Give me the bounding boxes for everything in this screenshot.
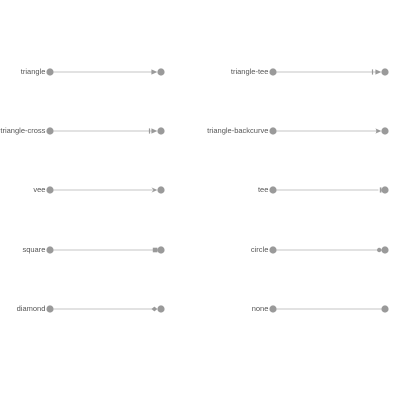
source-node — [46, 68, 54, 76]
source-node — [46, 305, 54, 313]
target-node — [381, 305, 389, 313]
target-node — [381, 127, 389, 135]
arrowhead-triangle-shape — [375, 69, 382, 75]
arrowhead-diamond-shape — [151, 306, 158, 312]
source-node — [46, 246, 54, 254]
edge-demo-square — [46, 246, 165, 254]
source-node — [269, 305, 277, 313]
arrowhead-triangle-shape — [151, 69, 158, 75]
arrowhead-tee-shape — [379, 187, 382, 193]
arrowhead-vee — [151, 187, 158, 193]
source-node — [269, 186, 277, 194]
arrowhead-diamond — [151, 306, 158, 312]
target-node — [157, 305, 165, 313]
edge-demo-triangle — [46, 68, 165, 76]
arrowhead-triangle — [151, 69, 158, 75]
source-node — [269, 68, 277, 76]
target-node — [157, 68, 165, 76]
node-label: triangle — [20, 67, 46, 76]
arrowhead-triangle-cross — [148, 128, 158, 134]
edge-demo-tee — [269, 186, 389, 194]
arrowhead-vee-shape — [151, 187, 158, 193]
node-label: triangle-backcurve — [207, 126, 269, 135]
node-label: circle — [250, 245, 269, 254]
arrowhead-triangle-shape — [151, 128, 158, 134]
node-label: square — [22, 245, 46, 254]
node-label: triangle-tee — [230, 67, 269, 76]
target-node — [381, 68, 389, 76]
node-label: tee — [257, 185, 269, 194]
arrowhead-circle — [377, 247, 382, 253]
source-node — [46, 127, 54, 135]
arrowhead-square-shape — [152, 247, 158, 253]
target-node — [157, 246, 165, 254]
target-node — [381, 246, 389, 254]
edge-demo-triangle-tee — [269, 68, 389, 76]
node-label: vee — [33, 185, 46, 194]
arrowhead-triangle-backcurve — [375, 128, 382, 134]
node-label: triangle-cross — [0, 126, 46, 135]
arrowhead-square — [152, 247, 158, 253]
arrowhead-circle-shape — [377, 247, 382, 253]
arrowhead-backcurve-shape — [375, 128, 382, 134]
edge-demo-diamond — [46, 305, 165, 313]
edge-demo-circle — [269, 246, 389, 254]
target-node — [157, 186, 165, 194]
edge-demo-triangle-backcurve — [269, 127, 389, 135]
arrowhead-triangle-tee — [371, 69, 382, 75]
source-node — [269, 246, 277, 254]
edge-demo-vee — [46, 186, 165, 194]
target-node — [381, 186, 389, 194]
arrowhead-cross-bar — [148, 128, 151, 134]
edge-demo-none — [269, 305, 389, 313]
node-label: none — [251, 304, 269, 313]
node-label: diamond — [16, 304, 46, 313]
source-node — [269, 127, 277, 135]
edge-demo-triangle-cross — [46, 127, 165, 135]
source-node — [46, 186, 54, 194]
arrowhead-tee — [379, 187, 382, 193]
target-node — [157, 127, 165, 135]
arrowhead-tee-bar — [371, 69, 374, 75]
